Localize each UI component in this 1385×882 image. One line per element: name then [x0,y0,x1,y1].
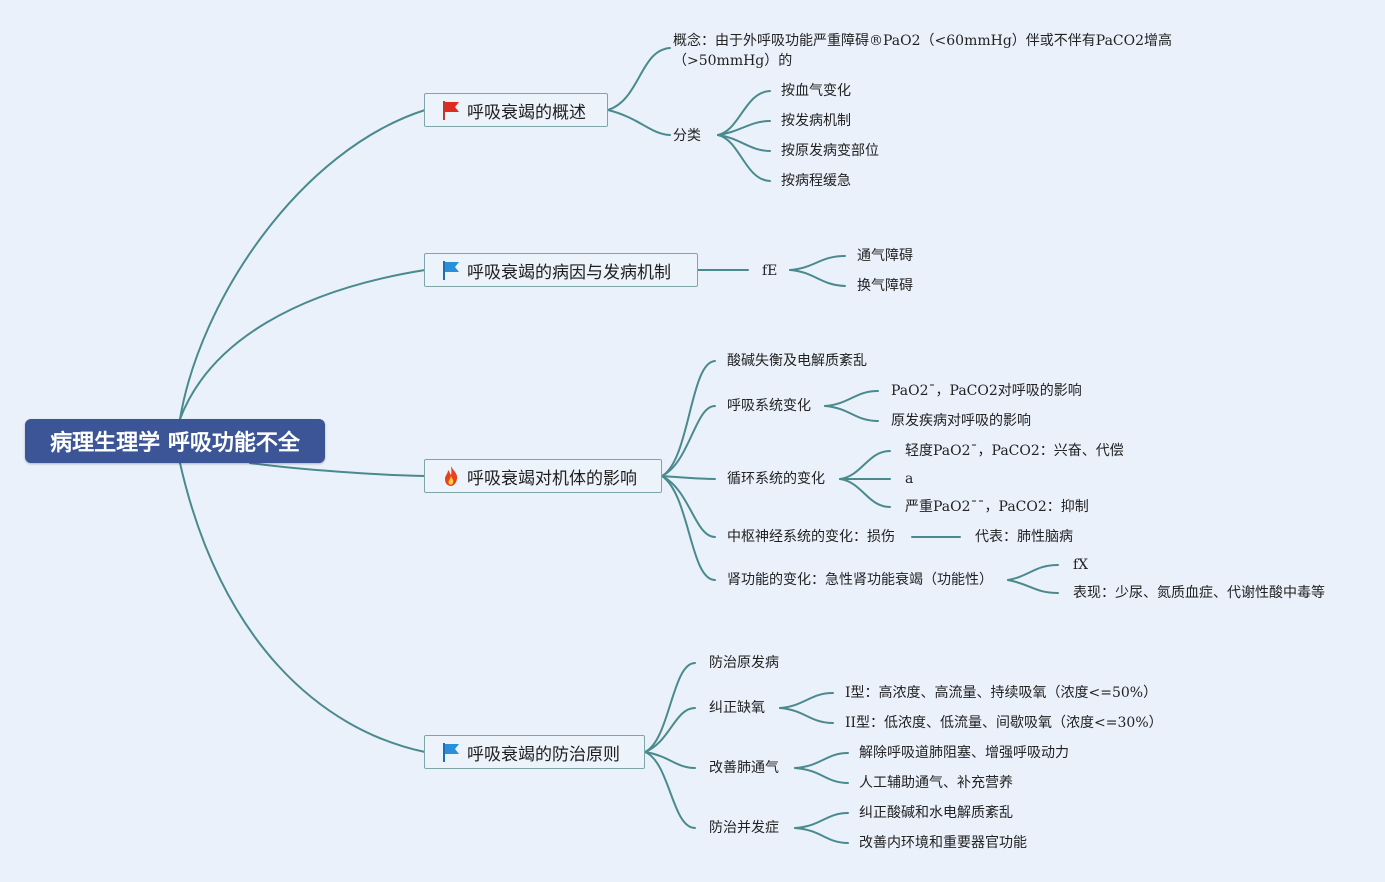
fe-node[interactable]: fE [762,263,778,279]
branch-etiology[interactable]: 呼吸衰竭的病因与发病机制 [424,253,698,287]
correct-hypoxia-node[interactable]: 纠正缺氧 [709,700,765,716]
hypoxia-child-node[interactable]: II型：低浓度、低流量、间歇吸氧（浓度<=30%） [845,715,1163,731]
circulation-child-node[interactable]: 轻度PaO2¯，PaCO2：兴奋、代偿 [905,443,1124,459]
ventilation-child-node[interactable]: 解除呼吸道肺阻塞、增强呼吸动力 [859,745,1069,761]
root-topic-label: 病理生理学 呼吸功能不全 [50,430,300,456]
respiratory-child-node[interactable]: 原发疾病对呼吸的影响 [891,413,1031,429]
cns-change-node[interactable]: 中枢神经系统的变化：损伤 [727,529,895,545]
branch-treatment[interactable]: 呼吸衰竭的防治原则 [424,735,645,769]
hypoxia-child-node[interactable]: I型：高浓度、高流量、持续吸氧（浓度<=50%） [845,685,1158,701]
classify-child-node[interactable]: 按病程缓急 [781,173,851,189]
classify-child-node[interactable]: 按原发病变部位 [781,143,879,159]
branch-effects-label: 呼吸衰竭对机体的影响 [467,468,637,489]
kidney-change-node[interactable]: 肾功能的变化：急性肾功能衰竭（功能性） [727,572,993,588]
circulation-child-node[interactable]: 严重PaO2¯¯，PaCO2：抑制 [905,499,1089,515]
blue-flag-icon [441,259,461,281]
respiratory-change-node[interactable]: 呼吸系统变化 [727,398,811,414]
fe-child-node[interactable]: 换气障碍 [857,278,913,294]
kidney-child-node[interactable]: fX [1073,557,1089,573]
acid-base-node[interactable]: 酸碱失衡及电解质紊乱 [727,353,867,369]
red-flag-icon [441,99,461,121]
concept-text-line2: （>50mmHg）的 [673,53,793,69]
ventilation-child-node[interactable]: 人工辅助通气、补充营养 [859,775,1013,791]
branch-treatment-label: 呼吸衰竭的防治原则 [467,744,620,765]
root-topic[interactable]: 病理生理学 呼吸功能不全 [25,419,325,463]
ventilation-node[interactable]: 改善肺通气 [709,760,779,776]
complications-child-node[interactable]: 纠正酸碱和水电解质紊乱 [859,805,1013,821]
cns-child-node[interactable]: 代表：肺性脑病 [975,529,1073,545]
branch-effects[interactable]: 呼吸衰竭对机体的影响 [424,459,662,493]
blue-flag-icon [441,741,461,763]
branch-etiology-label: 呼吸衰竭的病因与发病机制 [467,262,671,283]
respiratory-child-node[interactable]: PaO2¯，PaCO2对呼吸的影响 [891,383,1082,399]
classify-child-node[interactable]: 按血气变化 [781,83,851,99]
primary-disease-node[interactable]: 防治原发病 [709,655,779,671]
classify-node[interactable]: 分类 [673,128,701,144]
circulation-change-node[interactable]: 循环系统的变化 [727,471,825,487]
classify-child-node[interactable]: 按发病机制 [781,113,851,129]
fire-icon [441,465,461,487]
branch-overview[interactable]: 呼吸衰竭的概述 [424,93,608,127]
complications-node[interactable]: 防治并发症 [709,820,779,836]
fe-child-node[interactable]: 通气障碍 [857,248,913,264]
circulation-child-node[interactable]: a [905,471,914,487]
concept-node[interactable]: 概念：由于外呼吸功能严重障碍®PaO2（<60mmHg）伴或不伴有PaCO2增高… [673,31,1172,71]
branch-overview-label: 呼吸衰竭的概述 [467,102,586,123]
kidney-child-node[interactable]: 表现：少尿、氮质血症、代谢性酸中毒等 [1073,585,1325,601]
complications-child-node[interactable]: 改善内环境和重要器官功能 [859,835,1027,851]
concept-text-line1: 概念：由于外呼吸功能严重障碍®PaO2（<60mmHg）伴或不伴有PaCO2增高 [673,33,1173,49]
